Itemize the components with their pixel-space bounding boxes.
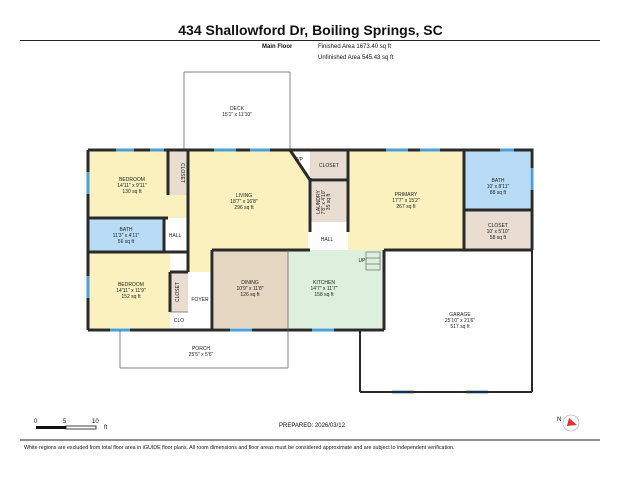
- dining-room: [214, 250, 288, 328]
- porch-label: PORCH: [192, 346, 210, 352]
- laundry-area: 35 sq ft: [326, 193, 332, 210]
- closet-bed2-label: CLOSET: [175, 282, 181, 302]
- laundry-room: [310, 182, 348, 222]
- living-label: LIVING: [236, 193, 253, 199]
- bedroom1-area: 130 sq ft: [122, 189, 142, 195]
- bath2-label: BATH: [492, 178, 505, 184]
- bath1-room: [88, 218, 164, 252]
- garage-outline: [359, 249, 533, 393]
- foyer-label: FOYER: [191, 297, 209, 303]
- clo-label: CLO: [174, 318, 184, 324]
- room-labels: DECK 15'1" x 11'10" BEDROOM 14'11" x 9'1…: [113, 106, 510, 358]
- kitchen-room: [288, 250, 384, 328]
- bath1-area: 56 sq ft: [118, 239, 135, 245]
- scale-bar: 0 5 10 ft: [34, 419, 108, 431]
- up-label: UP: [359, 258, 367, 264]
- living-area: 296 sq ft: [234, 205, 254, 211]
- garage-area: 517 sq ft: [450, 324, 470, 330]
- bedroom2-dim: 14'11" x 11'9": [116, 288, 146, 294]
- closet-primary-room: [464, 210, 530, 250]
- kitchen-label: KITCHEN: [313, 280, 335, 286]
- dining-label: DINING: [241, 280, 259, 286]
- kitchen-dim: 14'7" x 11'7": [310, 286, 337, 292]
- living-room: [188, 150, 308, 272]
- page-title: 434 Shallowford Dr, Boiling Springs, SC: [178, 22, 443, 38]
- title-divider: [20, 40, 600, 41]
- closet-primary-area: 58 sq ft: [490, 235, 507, 241]
- scale-tick-10: 10: [92, 419, 99, 425]
- bedroom2-room: [88, 252, 170, 328]
- bath2-dim: 10' x 8'11": [487, 184, 510, 190]
- scale-unit: ft: [104, 425, 108, 431]
- dining-dim: 10'9" x 11'8": [236, 286, 263, 292]
- stairs: [365, 251, 381, 271]
- hall-left-label: HALL: [169, 233, 182, 239]
- bedroom2-label: BEDROOM: [118, 282, 144, 288]
- kitchen-area: 158 sq ft: [314, 292, 334, 298]
- living-dim: 18'7" x 16'8": [230, 199, 258, 205]
- closet-primary-dim: 10' x 5'10": [487, 229, 510, 235]
- disclaimer: White regions are excluded from total fl…: [24, 445, 455, 451]
- closet-primary-label: CLOSET: [488, 223, 508, 229]
- laundry-label: LAUNDRY: [316, 189, 322, 213]
- closet-mid-room: [310, 150, 348, 180]
- prepared-date: PREPARED: 2026/03/12: [279, 423, 345, 429]
- fp-label: F/P: [295, 157, 303, 163]
- closet-bed1-room: [168, 150, 188, 195]
- porch-dim: 25'5" x 5'6": [189, 352, 214, 358]
- bedroom2-area: 152 sq ft: [121, 294, 141, 300]
- bedroom1-label: BEDROOM: [119, 177, 145, 183]
- closet-bed1-label: CLOSET: [179, 163, 185, 183]
- primary-room: [348, 150, 464, 250]
- dining-area: 126 sq ft: [240, 292, 260, 298]
- compass-icon: N: [557, 414, 580, 432]
- garage-label: GARAGE: [449, 312, 471, 318]
- scale-tick-0: 0: [34, 419, 38, 425]
- floor-name: Main Floor: [262, 44, 293, 50]
- deck: [183, 71, 291, 150]
- closet-mid-label: CLOSET: [319, 163, 339, 169]
- laundry-dim: 7'8" x 4'10": [321, 189, 327, 214]
- porch-outline: [119, 330, 289, 369]
- interior-thin-walls: [170, 250, 289, 330]
- primary-dim: 17'7" x 15'2": [392, 198, 420, 204]
- closet-bed2-room: [170, 272, 188, 312]
- primary-area: 267 sq ft: [396, 204, 416, 210]
- deck-dim: 15'1" x 11'10": [222, 112, 252, 118]
- bath2-room: [464, 150, 530, 210]
- finished-area: Finished Area 1673.40 sq ft: [318, 44, 392, 50]
- hall-mid-label: HALL: [321, 237, 334, 243]
- deck-label: DECK: [230, 106, 245, 112]
- bath2-area: 88 sq ft: [490, 190, 507, 196]
- scale-tick-5: 5: [63, 419, 67, 425]
- compass-label: N: [557, 417, 561, 423]
- bath1-label: BATH: [120, 227, 133, 233]
- bath1-dim: 11'3" x 4'11": [113, 233, 140, 239]
- unfinished-area: Unfinished Area 545.43 sq ft: [318, 55, 394, 61]
- bedroom1-dim: 14'11" x 9'11": [117, 183, 147, 189]
- garage-dim: 25'10" x 21'6": [445, 318, 475, 324]
- primary-label: PRIMARY: [395, 192, 418, 198]
